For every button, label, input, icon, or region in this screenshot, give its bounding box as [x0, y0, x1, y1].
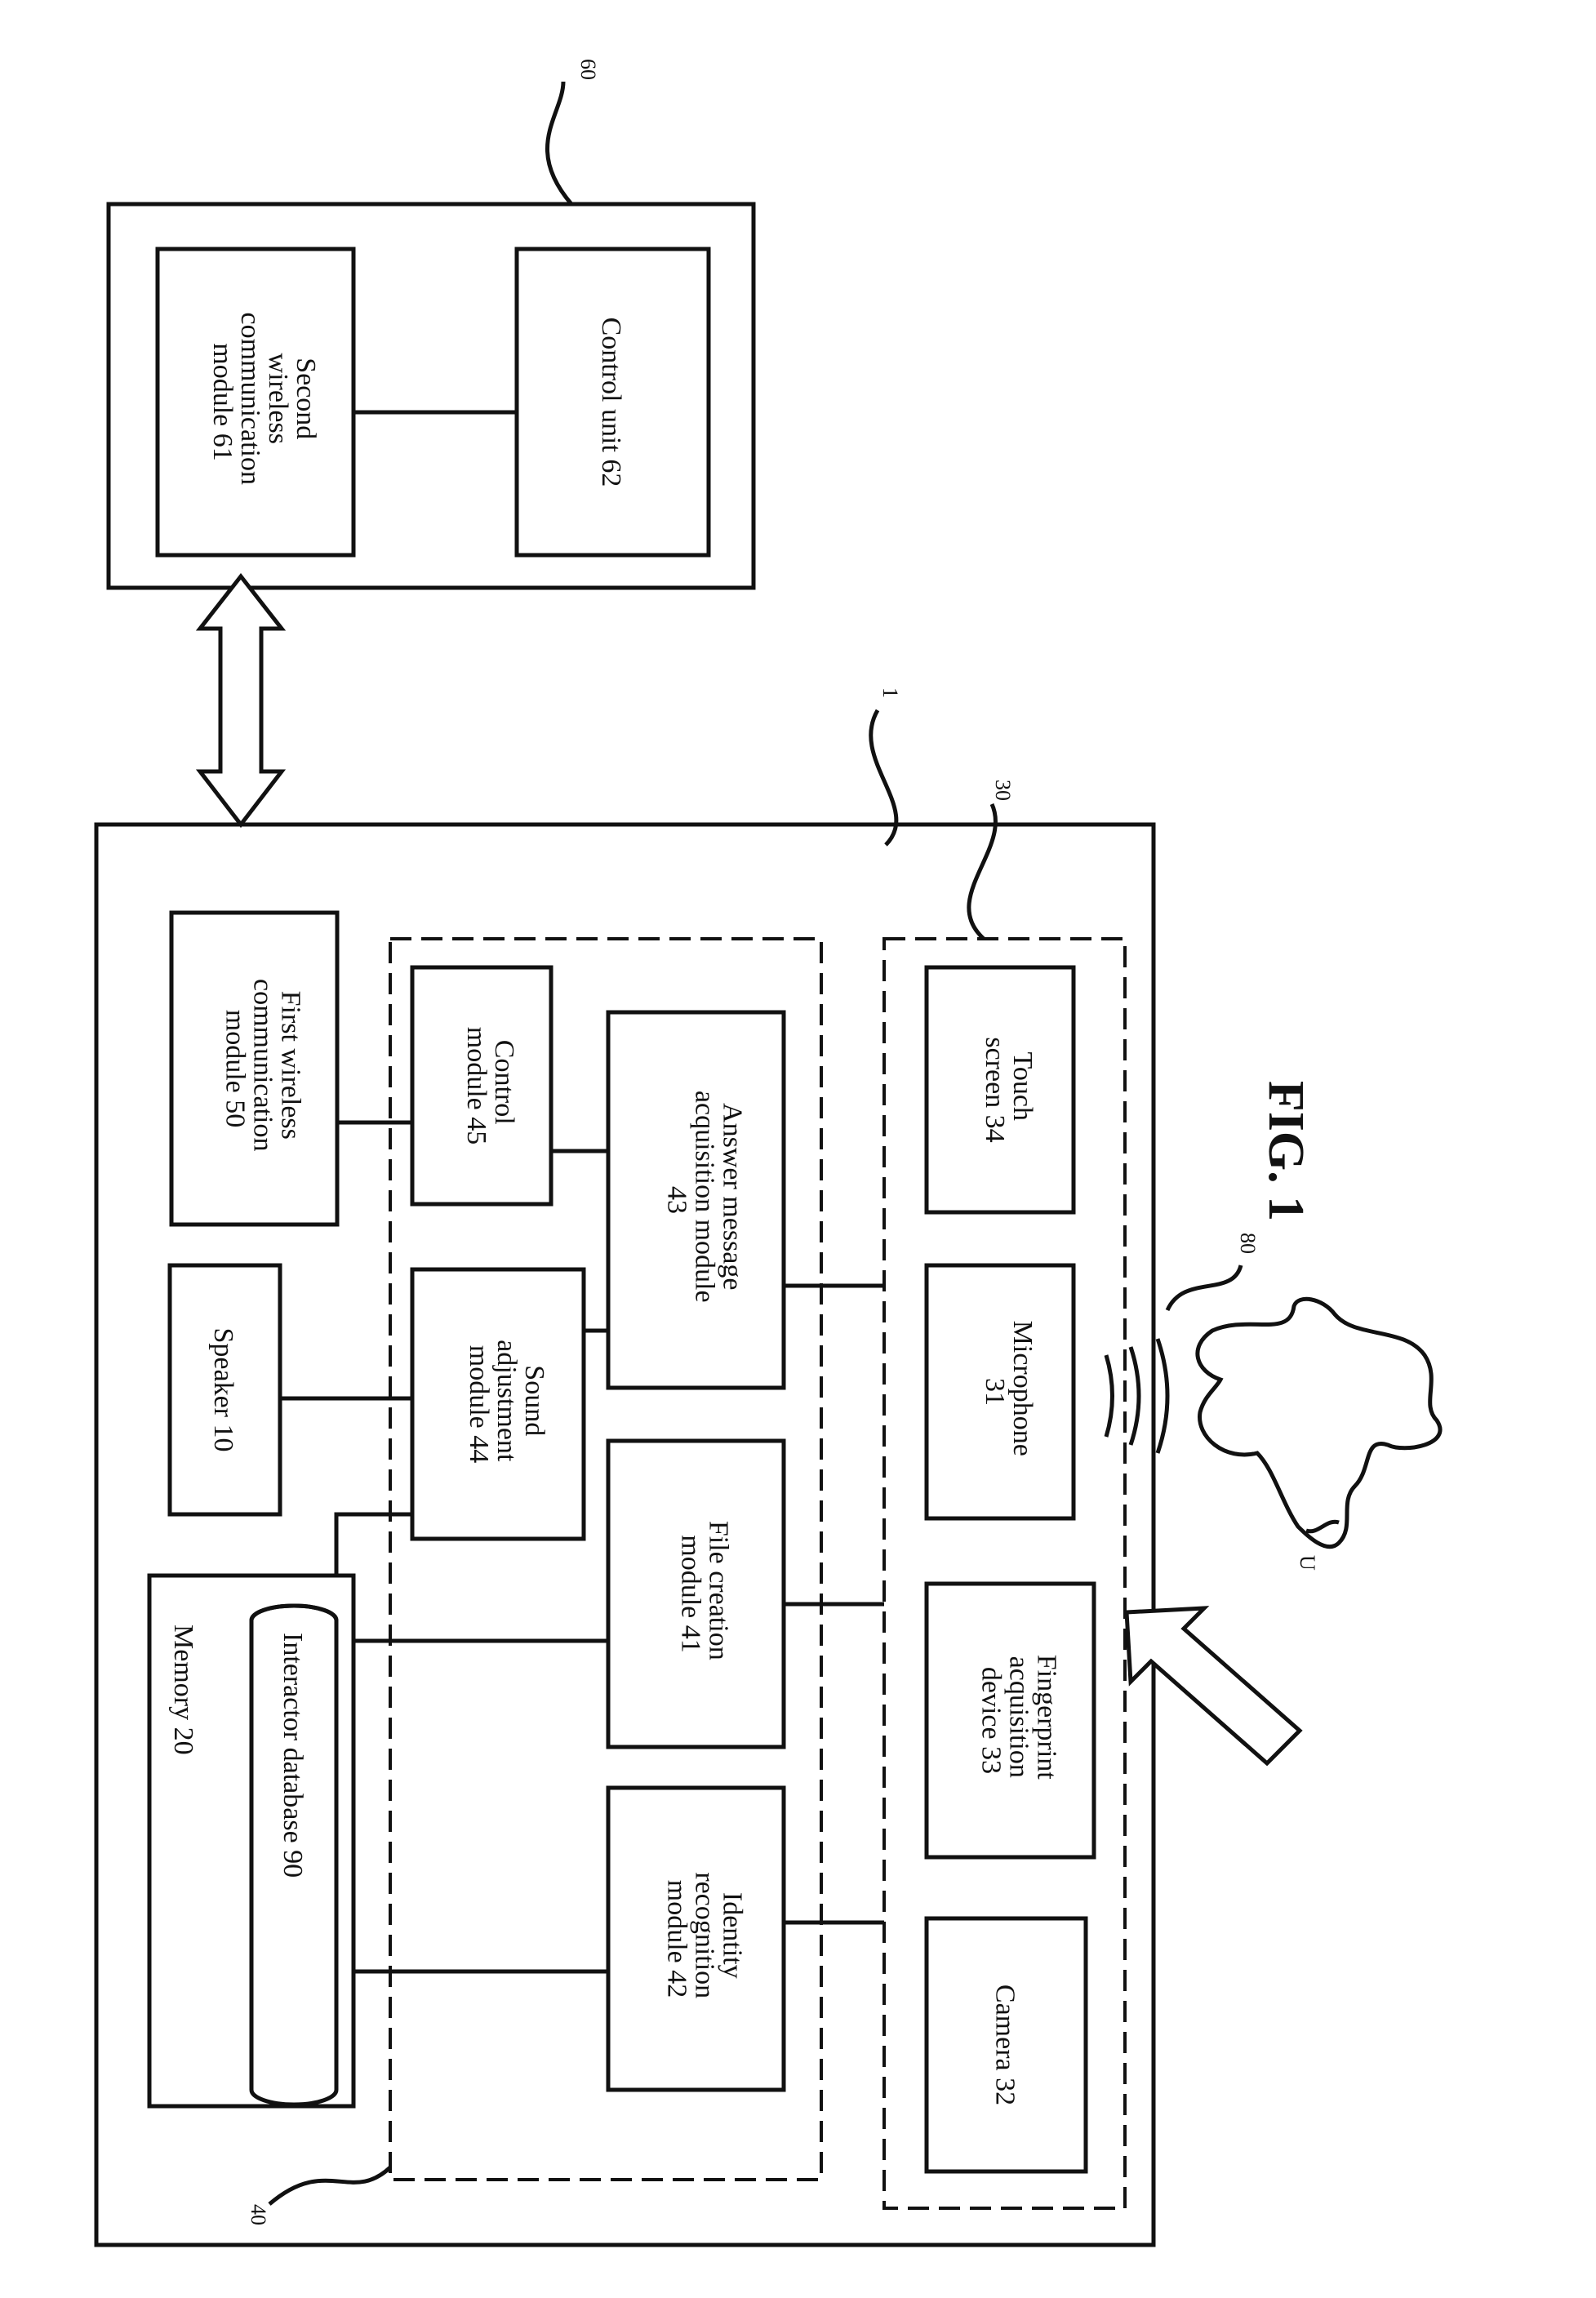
sound-wave-middle — [1131, 1347, 1139, 1445]
user-ref: U — [1296, 1555, 1319, 1571]
processor-group-ref: 40 — [247, 2204, 270, 2225]
sound-wave-ref: 80 — [1236, 1233, 1260, 1254]
server-outer-box — [109, 204, 754, 588]
processor-group-leader-line — [269, 2167, 390, 2204]
speaker-label: Speaker 10 — [208, 1327, 238, 1451]
server-ref: 60 — [576, 59, 600, 80]
memory-label: Memory 20 — [168, 1625, 198, 1755]
input-group-ref: 30 — [991, 780, 1015, 801]
server-leader-line — [547, 82, 571, 204]
sound-adjustment-module-label: Sound adjustment module 44 — [464, 1340, 549, 1469]
user-figure — [1198, 1299, 1440, 1546]
sound-wave-outer — [1158, 1339, 1167, 1453]
touch-screen-label: Touch screen 34 — [980, 1037, 1038, 1142]
second-wireless-module-label: Second wireless communication module 61 — [207, 312, 321, 491]
identity-recognition-module-label: Identity recognition module 42 — [662, 1872, 748, 2005]
sound-wave-inner — [1106, 1355, 1113, 1437]
answer-message-module-label: Answer message acquisition module 43 — [662, 1091, 748, 1309]
wireless-link-double-arrow — [200, 576, 282, 825]
device-ref: 1 — [878, 687, 902, 698]
microphone-label: Microphone 31 — [980, 1321, 1038, 1464]
processor-group-dashed-box — [390, 939, 821, 2180]
link-memory-sound — [336, 1514, 412, 1576]
interactor-database-cylinder-top — [251, 1606, 336, 1620]
camera-label: Camera 32 — [990, 1985, 1020, 2105]
file-creation-module-label: File creation module 41 — [676, 1521, 734, 1667]
control-module-label: Control module 45 — [461, 1027, 519, 1145]
control-unit-label: Control unit 62 — [596, 318, 626, 487]
interactor-database-label: Interactor database 90 — [278, 1633, 308, 1878]
sound-wave-leader-line — [1167, 1265, 1241, 1310]
first-wireless-module-label: First wireless communication module 50 — [220, 979, 306, 1158]
user-chin — [1306, 1522, 1339, 1531]
fingerprint-device-label: Fingerprint acquisition device 33 — [976, 1655, 1062, 1786]
figure-label: FIG. 1 — [1258, 1081, 1314, 1221]
